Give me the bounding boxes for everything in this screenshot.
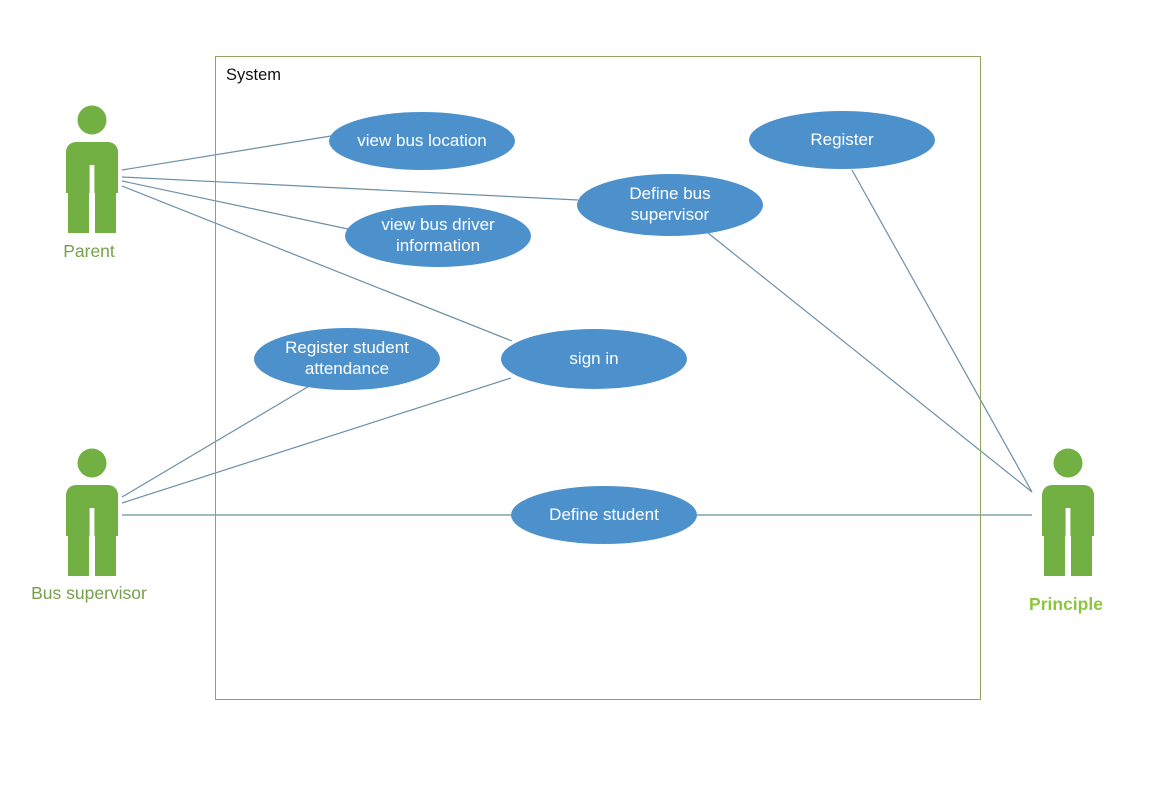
association-line-bus_supervisor-to-sign_in — [121, 377, 512, 504]
use-case-define_student[interactable]: Define student — [511, 486, 697, 544]
association-line-parent-to-define_bus_supervisor — [121, 176, 579, 201]
actor-bus_supervisor[interactable] — [56, 448, 128, 583]
actor-figure-icon — [1042, 448, 1094, 576]
actor-label-principle: Principle — [1029, 594, 1103, 614]
use-case-label: Register — [810, 129, 874, 149]
use-case-label: sign in — [569, 348, 619, 368]
system-boundary-label: System — [226, 66, 282, 84]
actor-principle[interactable] — [1032, 448, 1104, 583]
use-case-view_bus_location[interactable]: view bus location — [329, 112, 515, 170]
use-case-label: Define student — [549, 504, 659, 524]
actor-figure-icon — [66, 448, 118, 576]
system-boundary — [215, 56, 981, 700]
association-line-principle-to-register — [851, 169, 1033, 493]
actor-parent[interactable] — [56, 105, 128, 240]
use-case-sign_in[interactable]: sign in — [501, 329, 687, 389]
use-case-register[interactable]: Register — [749, 111, 935, 169]
association-line-principle-to-define_bus_supervisor — [707, 232, 1033, 493]
actor-label-bus_supervisor: Bus supervisor — [31, 583, 147, 603]
use-case-label: view bus location — [357, 130, 487, 150]
association-line-parent-to-sign_in — [121, 185, 513, 342]
association-line-bus_supervisor-to-register_student_attendance — [121, 384, 312, 498]
actor-figure-icon — [66, 105, 118, 233]
association-line-parent-to-view_bus_driver_information — [121, 180, 349, 230]
association-line-parent-to-view_bus_location — [121, 135, 332, 171]
actor-label-parent: Parent — [63, 241, 115, 261]
